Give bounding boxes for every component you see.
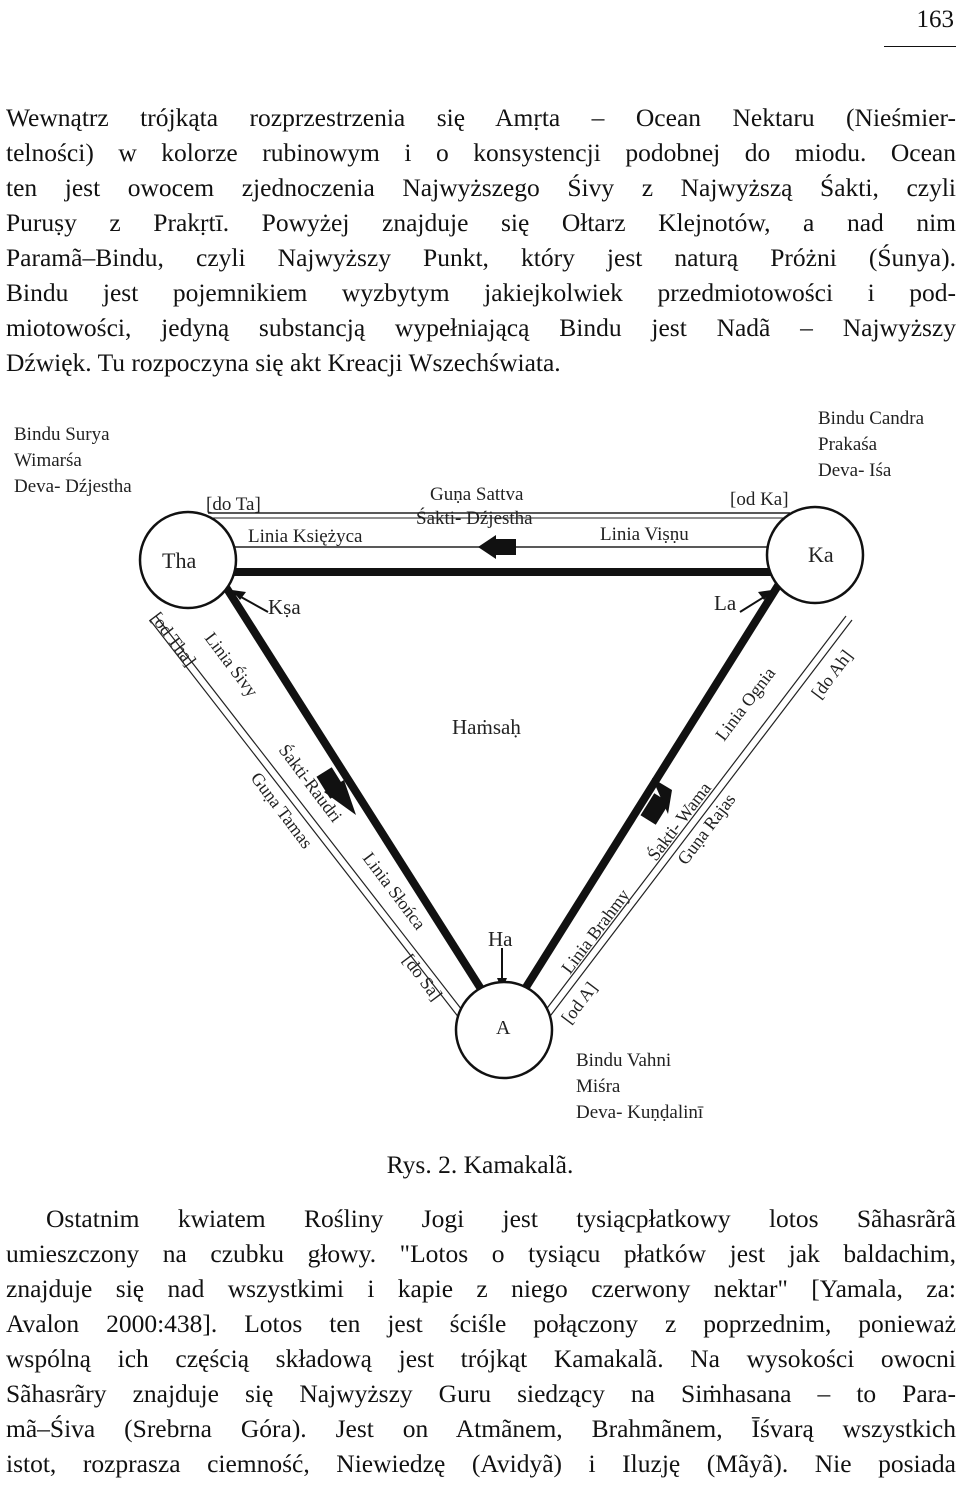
paragraph-line: Dźwięk. Tu rozpoczyna się akt Kreacji Ws… [6,348,561,377]
paragraph-sahasrara: Ostatnim kwiatem Rośliny Jogi jest tysią… [6,1201,956,1481]
paragraph-line: Bindu jest pojemnikiem wyzbytym jakiejko… [6,278,956,307]
node-tha-circle [138,510,238,610]
kamakala-diagram: Bindu Surya Wimarśa Deva- Dźjestha Bindu… [14,408,925,1123]
label-wimarsa: Wimarśa [14,450,82,471]
label-bindu-candra: Bindu Candra [818,408,925,429]
right-outer-line-2 [531,615,847,1029]
paragraph-amrta: Wewnątrz trójkąta rozprzestrzenia się Am… [6,100,956,380]
label-do-ta: [do Ta] [206,494,261,515]
left-edge-line [220,581,492,1003]
page-number-rule [884,46,956,47]
label-bindu-vahni: Bindu Vahni [576,1050,671,1071]
label-ha: Ha [488,927,513,951]
right-edge-line [514,581,783,1003]
figure-caption: Rys. 2. Kamakalã. [0,1150,960,1180]
paragraph-line: wspólną ich częścią składową jest trójką… [6,1344,956,1373]
label-do-ah: [do Ah] [807,646,856,702]
figure-caption-text: Rys. 2. Kamakalã. [386,1150,574,1179]
paragraph-line: istot, rozprasza ciemność, Niewiedzę (Av… [6,1449,956,1478]
right-outer-line-1 [537,619,853,1033]
paragraph-line: Wewnątrz trójkąta rozprzestrzenia się Am… [6,103,956,132]
node-a-label: A [496,1017,511,1039]
label-od-ka: [od Ka] [730,489,789,510]
left-outer-line-2 [155,615,477,1029]
node-a-circle [454,980,554,1080]
label-linia-visnu: Linia Viṣṇu [600,524,689,545]
ksa-arrow-head [232,590,246,600]
node-tha-label: Tha [162,548,196,573]
label-ksa: Kṣa [268,595,301,619]
label-deva-kundalini: Deva- Kuṇḍalinī [576,1102,704,1123]
paragraph-line: mã–Śiva (Srebrna Góra). Jest on Atmãnem,… [6,1414,956,1443]
node-ka-label: Ka [808,542,834,567]
label-guna-sattva: Guṇa Sattva [430,484,524,505]
paragraph-line: miotowości, jedyną substancją wypełniają… [6,313,956,342]
label-misra: Miśra [576,1076,621,1097]
paragraph-line: telności) w kolorze rubinowym i o konsys… [6,138,956,167]
page-number: 163 [916,6,955,33]
paragraph-line: umieszczony na czubku głowy. "Lotos o ty… [6,1239,956,1268]
paragraph-line: Sãhasrãry znajduje się Najwyższy Guru si… [6,1379,956,1408]
label-linia-sivy: Linia Śivy [201,628,263,701]
label-sakti-dzjestha: Śakti- Dźjestha [416,507,533,529]
label-deva-dzjestha: Deva- Dźjestha [14,476,132,497]
paragraph-line: Paramã–Bindu, czyli Najwyższy Punkt, któ… [6,243,956,272]
label-la: La [714,591,737,615]
paragraph-line: Puruṣy z Prakṛtī. Powyżej znajduje się O… [6,208,956,237]
label-deva-isa: Deva- Iśa [818,460,892,481]
node-ka-circle [765,505,865,605]
left-flow-arrow [316,767,356,815]
label-linia-brahmy: Linia Brahmy [557,885,633,977]
right-flow-arrow [640,778,672,825]
paragraph-line: ten jest owocem zjednoczenia Najwyższego… [6,173,956,202]
left-outer-line-1 [149,619,471,1033]
label-bindu-surya: Bindu Surya [14,424,110,445]
top-flow-arrow [478,535,516,559]
paragraph-line: znajduje się nad wszystkimi i kapie z ni… [6,1274,956,1303]
label-prakasa: Prakaśa [818,434,878,455]
la-arrow-head [758,590,772,600]
label-hamsah: Haṁsaḥ [452,715,521,739]
label-linia-ksiezyca: Linia Księżyca [248,526,363,547]
paragraph-line: Avalon 2000:438]. Lotos ten jest ściśle … [6,1309,956,1338]
paragraph-line: Ostatnim kwiatem Rośliny Jogi jest tysią… [46,1204,956,1233]
label-od-tha: [od Tha] [147,608,200,670]
